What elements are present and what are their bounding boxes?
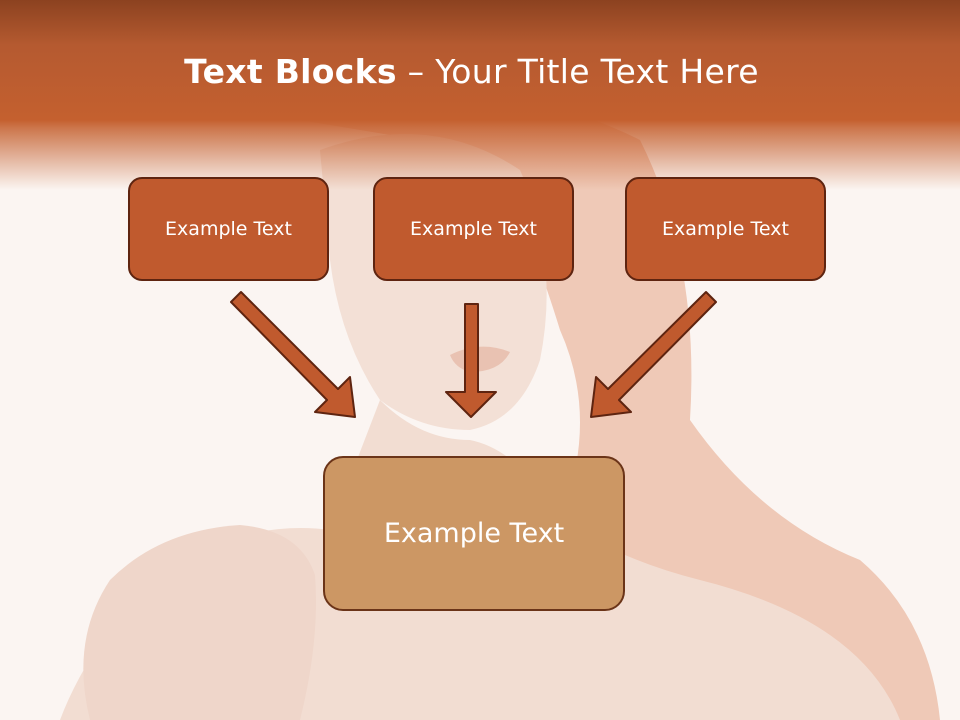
main-text-block[interactable]: Example Text — [323, 456, 625, 611]
main-text-block-label: Example Text — [383, 518, 565, 549]
text-block-3[interactable]: Example Text — [625, 177, 826, 281]
text-block-2-label: Example Text — [410, 218, 537, 240]
arrow-left-diagonal — [230, 291, 356, 418]
slide-title: Text Blocks – Your Title Text Here — [0, 52, 943, 91]
arrow-center-down — [445, 303, 497, 418]
text-block-1-label: Example Text — [165, 218, 292, 240]
title-dash: – — [396, 52, 436, 91]
title-bar: Text Blocks – Your Title Text Here — [0, 0, 960, 200]
text-block-3-label: Example Text — [662, 218, 789, 240]
title-bold-part: Text Blocks — [184, 52, 397, 91]
text-block-2[interactable]: Example Text — [373, 177, 574, 281]
text-block-1[interactable]: Example Text — [128, 177, 329, 281]
arrow-right-diagonal — [590, 291, 717, 418]
title-rest: Your Title Text Here — [435, 52, 759, 91]
